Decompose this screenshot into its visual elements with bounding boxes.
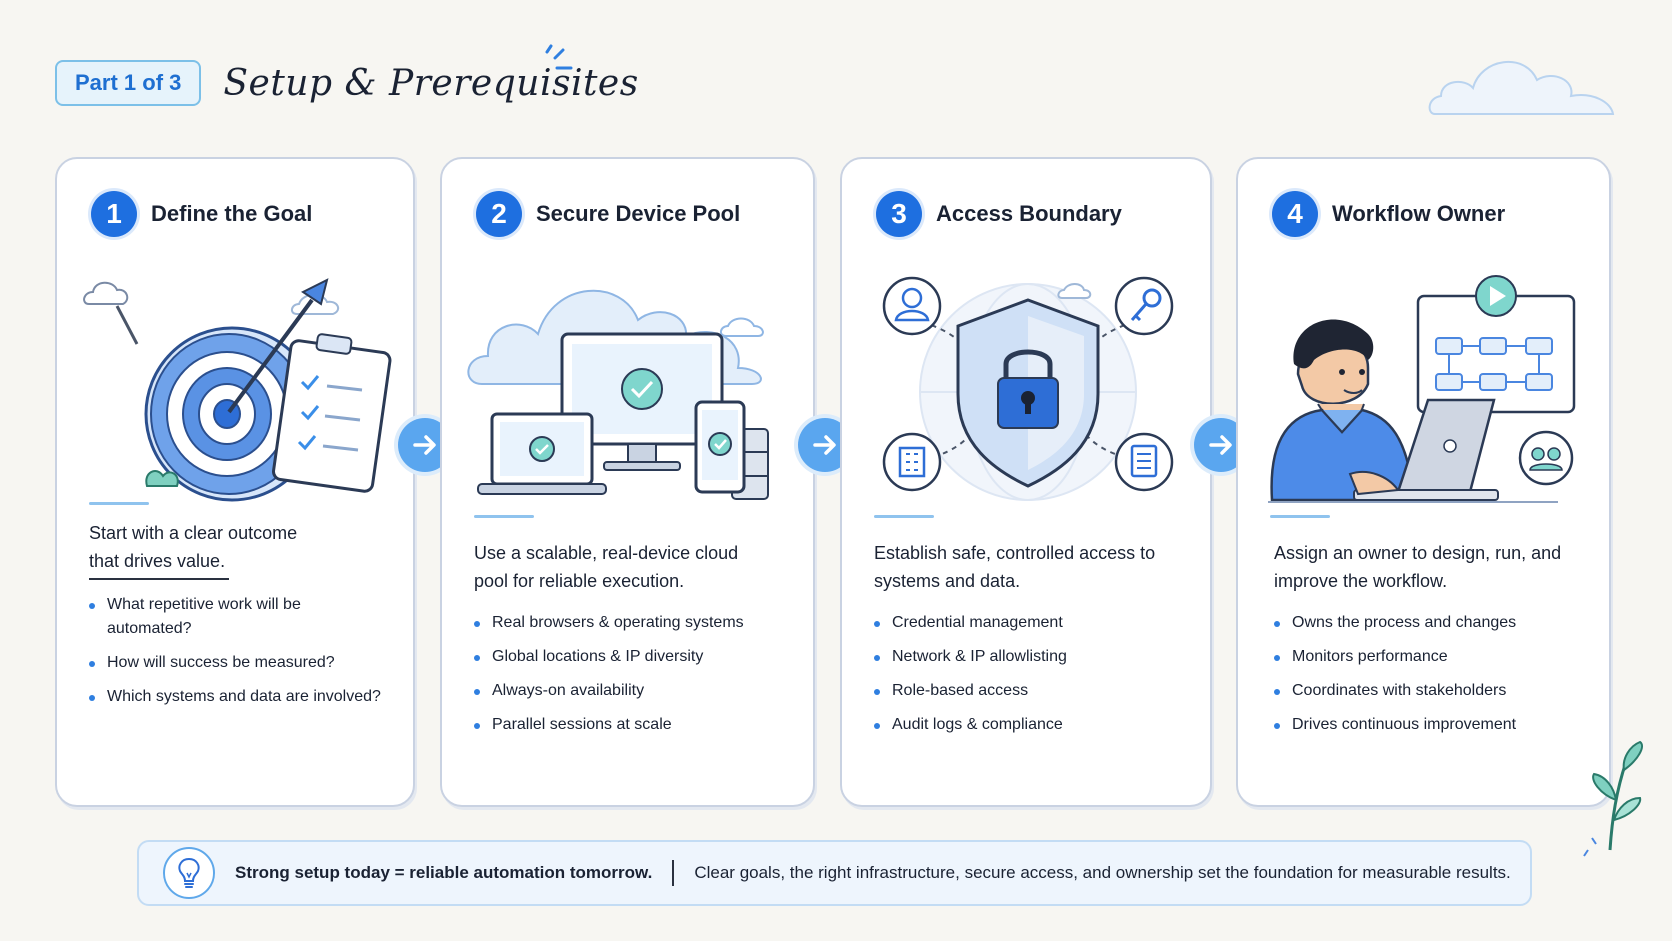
person-laptop-icon xyxy=(1268,275,1576,503)
step-lead: Assign an owner to design, run, and impr… xyxy=(1274,543,1562,591)
step-title: Workflow Owner xyxy=(1332,201,1506,226)
plant-icon xyxy=(1583,740,1643,857)
step-bullets: Owns the process and changes Monitors pe… xyxy=(1274,611,1594,747)
step-card-define-goal: 1 Define the Goal Start with a clear out… xyxy=(55,157,415,807)
step-number: 2 xyxy=(476,191,522,237)
step-card-access-boundary: 3 Access Boundary Establish safe, contro… xyxy=(840,157,1212,807)
step-lead: Start with a clear outcome that drives v… xyxy=(89,523,298,571)
list-item: Monitors performance xyxy=(1274,645,1594,669)
step-lead: Establish safe, controlled access to sys… xyxy=(874,543,1156,591)
team-icon xyxy=(1518,430,1574,486)
step-number: 4 xyxy=(1272,191,1318,237)
footer-divider xyxy=(672,860,675,886)
header: Part 1 of 3 Setup & Prerequisites xyxy=(55,58,639,108)
step-lead: Use a scalable, real-device cloud pool f… xyxy=(474,543,739,591)
list-item: What repetitive work will be automated? xyxy=(89,593,389,641)
step-title: Access Boundary xyxy=(936,201,1122,226)
devices-icon xyxy=(467,289,769,500)
list-item: Audit logs & compliance xyxy=(874,713,1194,737)
list-item: Which systems and data are involved? xyxy=(89,685,389,709)
list-item: Role-based access xyxy=(874,679,1194,703)
step-title: Secure Device Pool xyxy=(536,201,741,226)
step-bullets: What repetitive work will be automated? … xyxy=(89,593,389,719)
list-item: Network & IP allowlisting xyxy=(874,645,1194,669)
step-bullets: Credential management Network & IP allow… xyxy=(874,611,1194,747)
step-number: 1 xyxy=(91,191,137,237)
list-item: Owns the process and changes xyxy=(1274,611,1594,635)
lightbulb-icon xyxy=(163,847,215,899)
footer-text: Clear goals, the right infrastructure, s… xyxy=(694,863,1511,882)
list-item: Drives continuous improvement xyxy=(1274,713,1594,737)
list-item: Global locations & IP diversity xyxy=(474,645,794,669)
step-title: Define the Goal xyxy=(151,201,313,226)
list-item: Always-on availability xyxy=(474,679,794,703)
cloud-icon xyxy=(1428,60,1615,115)
target-icon xyxy=(83,278,392,502)
step-card-workflow-owner: 4 Workflow Owner xyxy=(1236,157,1611,807)
list-item: Coordinates with stakeholders xyxy=(1274,679,1594,703)
list-item: How will success be measured? xyxy=(89,651,389,675)
list-item: Parallel sessions at scale xyxy=(474,713,794,737)
footer-banner: Strong setup today = reliable automation… xyxy=(137,840,1532,906)
step-number: 3 xyxy=(876,191,922,237)
step-bullets: Real browsers & operating systems Global… xyxy=(474,611,794,747)
list-item: Real browsers & operating systems xyxy=(474,611,794,635)
sparkle-icon xyxy=(545,44,573,70)
shield-lock-icon xyxy=(882,276,1174,501)
list-item: Credential management xyxy=(874,611,1194,635)
footer-headline: Strong setup today = reliable automation… xyxy=(235,863,653,882)
page-title: Setup & Prerequisites xyxy=(223,62,639,104)
step-card-secure-device-pool: 2 Secure Device Pool Use a scalable, rea… xyxy=(440,157,815,807)
part-badge: Part 1 of 3 xyxy=(55,60,202,106)
